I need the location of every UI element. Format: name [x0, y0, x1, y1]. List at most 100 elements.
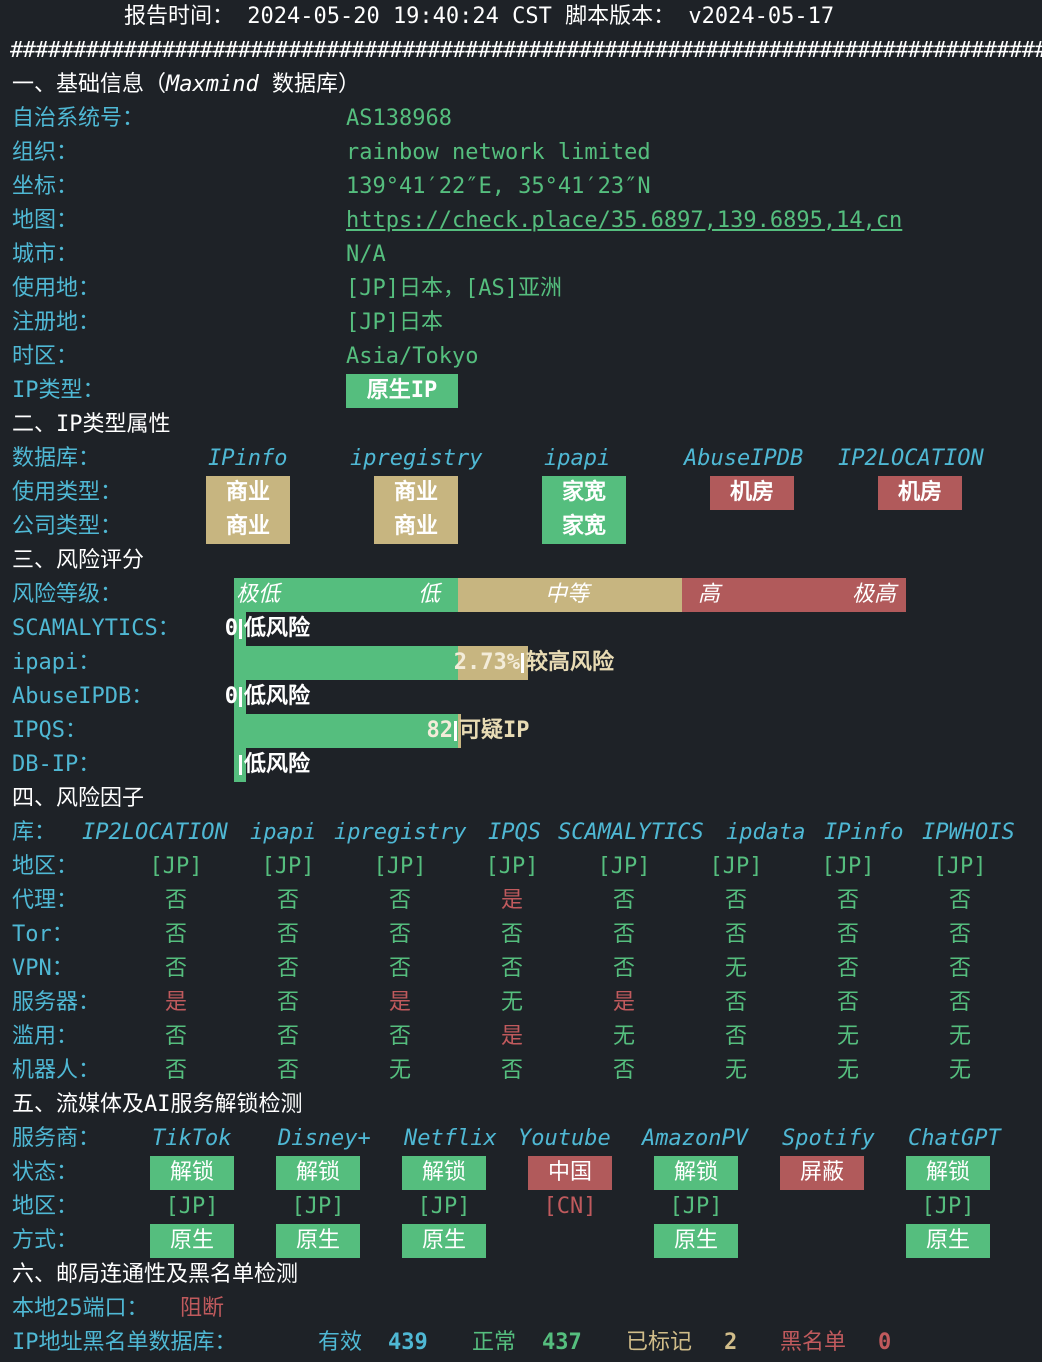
mail-valid-value: 439 — [388, 1330, 428, 1355]
factor-db-name: IPinfo — [824, 820, 904, 845]
streaming-status-badge: 解锁 — [906, 1156, 990, 1190]
streaming-service-name: ChatGPT — [908, 1126, 1001, 1151]
factor-cell: 否 — [276, 990, 299, 1015]
basic-label: 城市： — [12, 242, 79, 267]
factor-cell: [JP] — [261, 854, 315, 879]
company-type-badge: 商业 — [206, 510, 290, 544]
iptype-db-name: ipapi — [544, 446, 611, 471]
risk-marker — [239, 687, 242, 707]
basic-value: 139°41′22″E, 35°41′23″N — [346, 174, 651, 199]
risk-source-label: DB-IP： — [12, 752, 101, 777]
factor-cell: [JP] — [485, 854, 539, 879]
factor-label: VPN： — [12, 956, 74, 981]
streaming-status-badge: 屏蔽 — [780, 1156, 864, 1190]
mail-normal-label: 正常 — [472, 1330, 517, 1355]
factor-db-name: SCAMALYTICS — [558, 820, 704, 845]
streaming-region-label: 地区： — [12, 1194, 79, 1219]
risk-marker — [521, 653, 524, 673]
factor-cell: 否 — [836, 990, 859, 1015]
basic-value: N/A — [346, 242, 386, 267]
factor-cell: 无 — [948, 1024, 971, 1049]
risk-score: 0 — [224, 684, 238, 709]
company-type-badge: 商业 — [374, 510, 458, 544]
risk-text: 较高风险 — [526, 650, 615, 675]
mail-marked-value: 2 — [724, 1330, 738, 1355]
streaming-service-name: TikTok — [152, 1126, 232, 1151]
risk-source-label: SCAMALYTICS： — [12, 616, 180, 641]
streaming-status-label: 状态： — [12, 1160, 79, 1185]
risk-source-label: AbuseIPDB： — [12, 684, 154, 709]
streaming-region: [JP] — [921, 1194, 975, 1219]
streaming-status-badge: 解锁 — [150, 1156, 234, 1190]
streaming-service-name: Disney+ — [278, 1126, 371, 1151]
risk-scale-tan — [458, 578, 682, 612]
factor-cell: 否 — [388, 888, 411, 913]
streaming-region: [JP] — [417, 1194, 471, 1219]
factor-label: Tor： — [12, 922, 74, 947]
factor-cell: 否 — [612, 888, 635, 913]
factor-cell: [JP] — [149, 854, 203, 879]
risk-level-label: 风险等级： — [12, 582, 123, 607]
factor-cell: 否 — [948, 922, 971, 947]
streaming-status-badge: 解锁 — [654, 1156, 738, 1190]
factor-cell: [JP] — [821, 854, 875, 879]
streaming-method-badge: 原生 — [150, 1224, 234, 1258]
risk-marker — [454, 721, 457, 741]
factor-cell: 否 — [276, 922, 299, 947]
section-streaming-title: 五、流媒体及AI服务解锁检测 — [12, 1092, 303, 1117]
factor-cell: 否 — [612, 922, 635, 947]
section-factors-title: 四、风险因子 — [12, 786, 145, 811]
iptype-usage-label: 使用类型： — [12, 480, 123, 505]
iptype-db-name: ipregistry — [350, 446, 483, 471]
factor-cell: 是 — [388, 990, 411, 1015]
factor-cell: 否 — [164, 922, 187, 947]
mail-marked-label: 已标记 — [626, 1330, 693, 1355]
map-link[interactable]: https://check.place/35.6897,139.6895,14,… — [346, 208, 903, 233]
iptype-company-label: 公司类型： — [12, 514, 123, 539]
basic-label: 坐标： — [12, 174, 79, 199]
factor-cell: 无 — [500, 990, 523, 1015]
factor-db-name: IPQS — [488, 820, 541, 845]
streaming-provider-label: 服务商： — [12, 1126, 101, 1151]
ip-type-label: IP类型： — [12, 378, 105, 403]
streaming-service-name: AmazonPV — [642, 1126, 748, 1151]
risk-score: 2.73% — [453, 650, 520, 675]
factor-cell: 否 — [948, 990, 971, 1015]
mail-port-label: 本地25端口： — [12, 1296, 149, 1321]
factor-db-name: ipdata — [726, 820, 806, 845]
basic-label: 组织： — [12, 140, 79, 165]
basic-label: 注册地： — [12, 310, 101, 335]
basic-label: 地图： — [12, 208, 79, 233]
factor-cell: 否 — [836, 956, 859, 981]
factor-db-name: IPWHOIS — [922, 820, 1015, 845]
factor-cell: 无 — [612, 1024, 635, 1049]
iptype-db-name: IP2LOCATION — [838, 446, 984, 471]
factor-label: 机器人： — [12, 1058, 101, 1083]
streaming-method-badge: 原生 — [402, 1224, 486, 1258]
usage-type-badge: 机房 — [710, 476, 794, 510]
factor-cell: 否 — [724, 888, 747, 913]
factor-label: 滥用： — [12, 1024, 79, 1049]
factor-label: 服务器： — [12, 990, 101, 1015]
factor-label: 代理： — [12, 888, 79, 913]
risk-level-medium: 中等 — [545, 582, 590, 607]
streaming-method-badge: 原生 — [654, 1224, 738, 1258]
risk-bar-tan — [458, 646, 528, 680]
streaming-region: [JP] — [291, 1194, 345, 1219]
factor-label: 地区： — [12, 854, 79, 879]
risk-level-very-low: 极低 — [236, 582, 281, 607]
factor-cell: 否 — [948, 956, 971, 981]
risk-bar-green — [234, 714, 458, 748]
basic-label: 自治系统号： — [12, 106, 145, 131]
factor-cell: 否 — [164, 956, 187, 981]
factor-cell: 否 — [836, 922, 859, 947]
basic-value: rainbow network limited — [346, 140, 651, 165]
streaming-status-badge: 解锁 — [276, 1156, 360, 1190]
risk-marker — [239, 619, 242, 639]
mail-black-value: 0 — [878, 1330, 892, 1355]
risk-level-very-high: 极高 — [852, 582, 897, 607]
mail-normal-value: 437 — [542, 1330, 582, 1355]
factor-cell: 否 — [276, 1024, 299, 1049]
factor-cell: 否 — [724, 990, 747, 1015]
section-risk-title: 三、风险评分 — [12, 548, 145, 573]
